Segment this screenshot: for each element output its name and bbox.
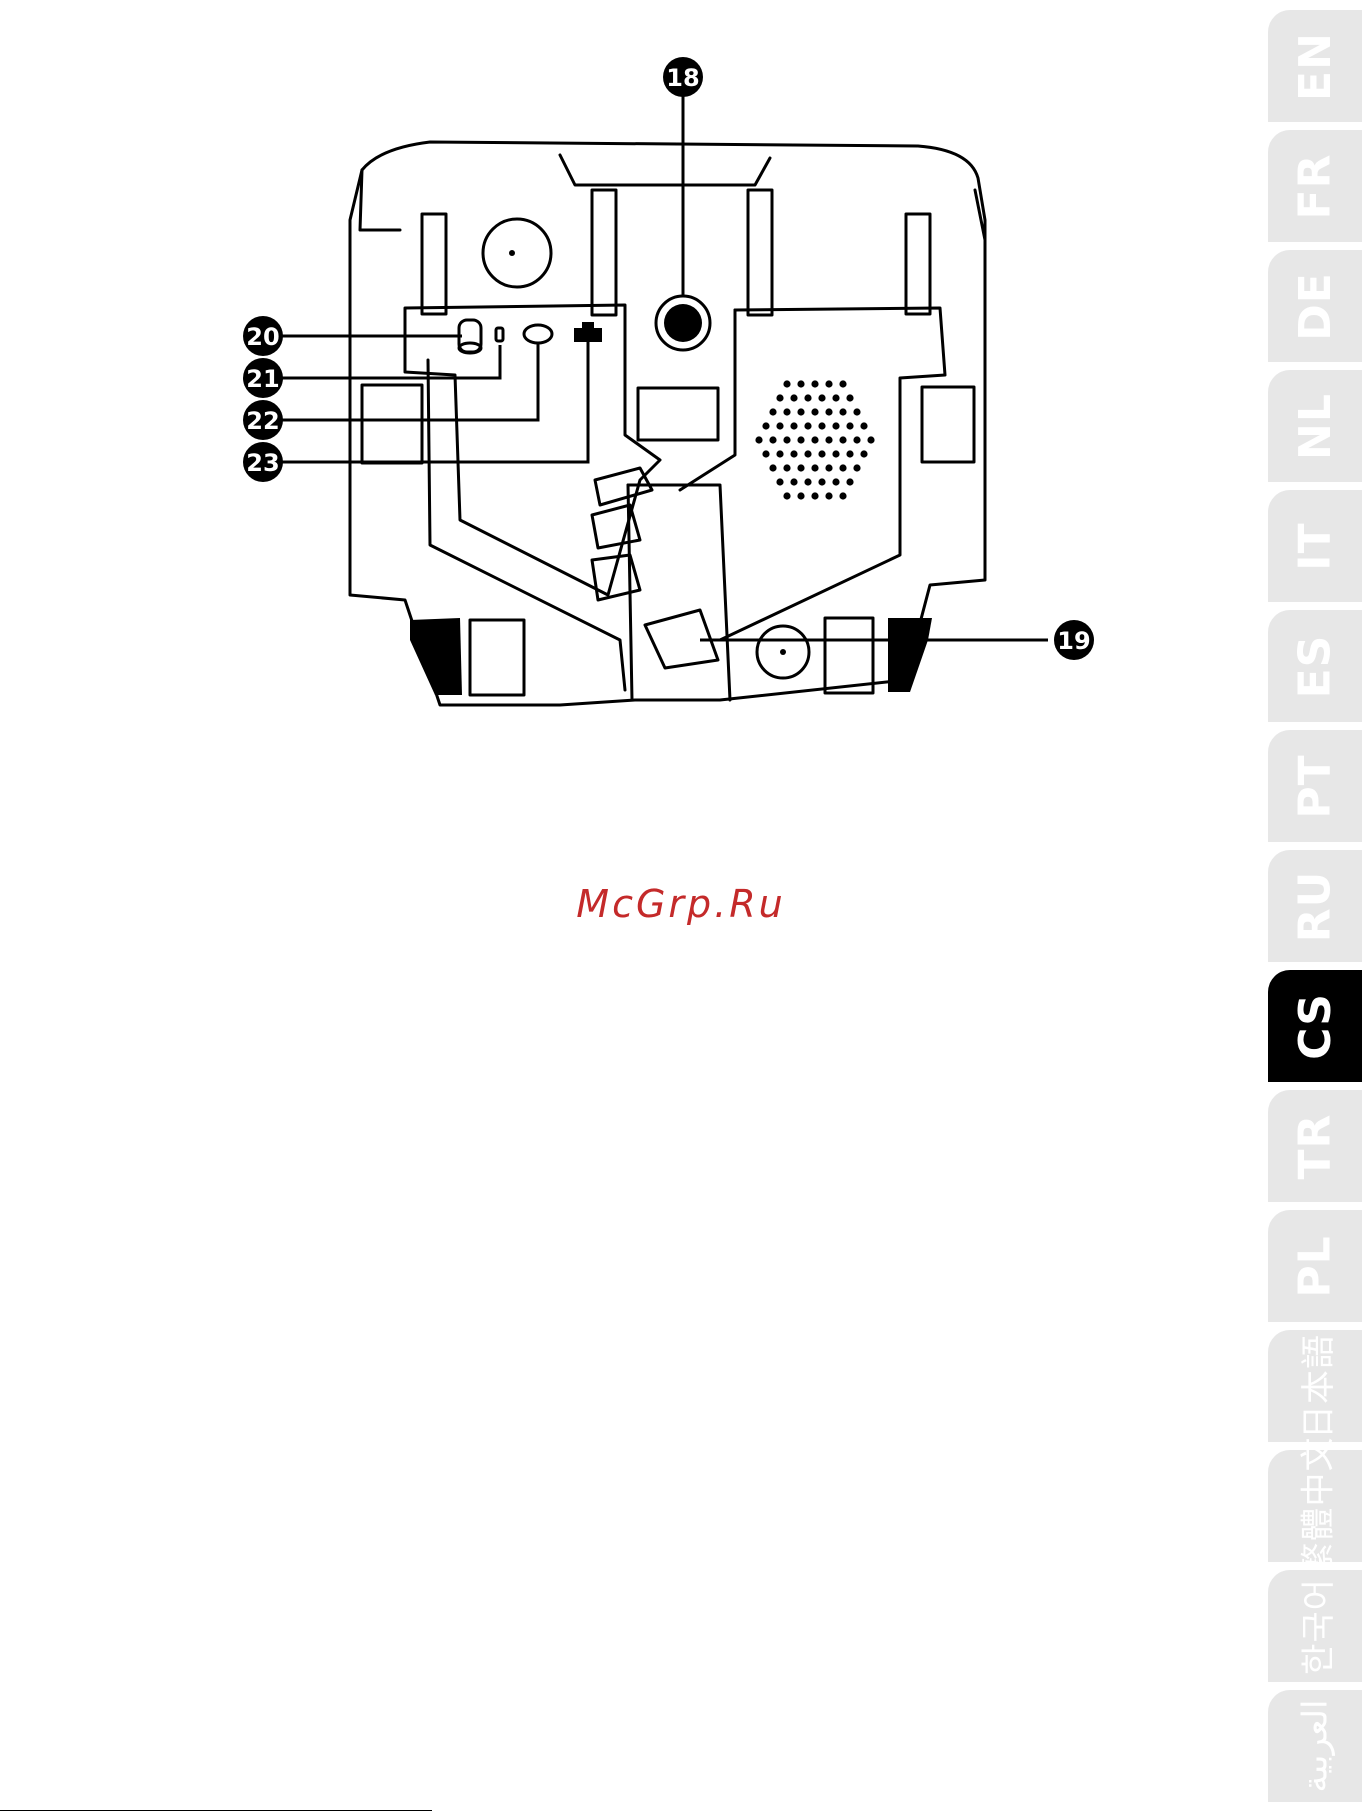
speaker-dot xyxy=(776,394,783,401)
speaker-dot xyxy=(853,408,860,415)
speaker-dot xyxy=(811,380,818,387)
speaker-dot xyxy=(839,380,846,387)
speaker-dot xyxy=(811,408,818,415)
lang-tab-ru[interactable]: RU xyxy=(1268,850,1362,962)
speaker-dot xyxy=(783,436,790,443)
speaker-dot xyxy=(832,394,839,401)
speaker-dot xyxy=(818,394,825,401)
speaker-dot xyxy=(762,450,769,457)
speaker-dot xyxy=(846,450,853,457)
speaker-dot xyxy=(804,478,811,485)
lang-tab-de[interactable]: DE xyxy=(1268,250,1362,362)
speaker-dot xyxy=(818,450,825,457)
language-tab-bar: EN FR DE NL IT ES PT RU CS TR PL 日本語 繁體中… xyxy=(1262,0,1362,1815)
speaker-dot xyxy=(846,478,853,485)
lang-tab-zh-tw[interactable]: 繁體中文 xyxy=(1268,1450,1362,1562)
speaker-dot xyxy=(811,464,818,471)
speaker-dot xyxy=(797,436,804,443)
speaker-dot xyxy=(832,478,839,485)
speaker-dot xyxy=(776,422,783,429)
callout-22: 22 xyxy=(243,400,283,440)
speaker-dot xyxy=(846,422,853,429)
speaker-dot xyxy=(853,464,860,471)
speaker-dot xyxy=(804,450,811,457)
speaker-dot xyxy=(783,492,790,499)
lang-tab-fr[interactable]: FR xyxy=(1268,130,1362,242)
speaker-dot xyxy=(832,450,839,457)
speaker-dot xyxy=(839,436,846,443)
speaker-dot xyxy=(804,394,811,401)
device-diagram: 18 19 20 21 22 23 xyxy=(0,0,1362,760)
speaker-grille xyxy=(755,380,874,499)
lang-tab-en[interactable]: EN xyxy=(1268,10,1362,122)
watermark-text: McGrp.Ru xyxy=(0,882,1362,926)
lang-tab-tr[interactable]: TR xyxy=(1268,1090,1362,1202)
speaker-dot xyxy=(832,422,839,429)
speaker-dot xyxy=(790,450,797,457)
lang-tab-pl[interactable]: PL xyxy=(1268,1210,1362,1322)
speaker-dot xyxy=(839,492,846,499)
speaker-dot xyxy=(797,492,804,499)
speaker-dot xyxy=(818,478,825,485)
speaker-dot xyxy=(790,422,797,429)
speaker-dot xyxy=(811,492,818,499)
speaker-dot xyxy=(797,408,804,415)
speaker-dot xyxy=(762,422,769,429)
speaker-dot xyxy=(860,422,867,429)
speaker-dot xyxy=(790,478,797,485)
speaker-dot xyxy=(811,436,818,443)
svg-text:18: 18 xyxy=(666,64,699,92)
speaker-dot xyxy=(839,464,846,471)
svg-text:22: 22 xyxy=(246,407,279,435)
speaker-dot xyxy=(839,408,846,415)
lang-tab-ko[interactable]: 한국어 xyxy=(1268,1570,1362,1682)
speaker-dot xyxy=(783,380,790,387)
lang-tab-pt[interactable]: PT xyxy=(1268,730,1362,842)
speaker-dot xyxy=(769,436,776,443)
speaker-dot xyxy=(769,464,776,471)
callout-20: 20 xyxy=(243,316,283,356)
svg-text:20: 20 xyxy=(246,323,279,351)
speaker-dot xyxy=(846,394,853,401)
callout-19: 19 xyxy=(1054,620,1094,660)
lang-tab-cs[interactable]: CS xyxy=(1268,970,1362,1082)
speaker-dot xyxy=(867,436,874,443)
speaker-dot xyxy=(790,394,797,401)
speaker-dot xyxy=(853,436,860,443)
speaker-dot xyxy=(783,464,790,471)
speaker-dot xyxy=(776,450,783,457)
svg-text:21: 21 xyxy=(246,365,279,393)
speaker-dot xyxy=(825,464,832,471)
speaker-dot xyxy=(818,422,825,429)
callout-23: 23 xyxy=(243,442,283,482)
speaker-dot xyxy=(797,464,804,471)
svg-text:23: 23 xyxy=(246,449,279,477)
lang-tab-ar[interactable]: العربية xyxy=(1268,1690,1362,1802)
callout-18: 18 xyxy=(663,57,703,97)
footer-divider xyxy=(0,1810,432,1811)
speaker-dot xyxy=(825,492,832,499)
svg-text:19: 19 xyxy=(1057,627,1090,655)
lang-tab-nl[interactable]: NL xyxy=(1268,370,1362,482)
speaker-dot xyxy=(776,478,783,485)
lang-tab-ja[interactable]: 日本語 xyxy=(1268,1330,1362,1442)
speaker-dot xyxy=(860,450,867,457)
callout-21: 21 xyxy=(243,358,283,398)
speaker-dot xyxy=(825,408,832,415)
speaker-dot xyxy=(769,408,776,415)
speaker-dot xyxy=(755,436,762,443)
lang-tab-es[interactable]: ES xyxy=(1268,610,1362,722)
speaker-dot xyxy=(825,380,832,387)
speaker-dot xyxy=(797,380,804,387)
speaker-dot xyxy=(825,436,832,443)
speaker-dot xyxy=(783,408,790,415)
lang-tab-it[interactable]: IT xyxy=(1268,490,1362,602)
speaker-dot xyxy=(804,422,811,429)
